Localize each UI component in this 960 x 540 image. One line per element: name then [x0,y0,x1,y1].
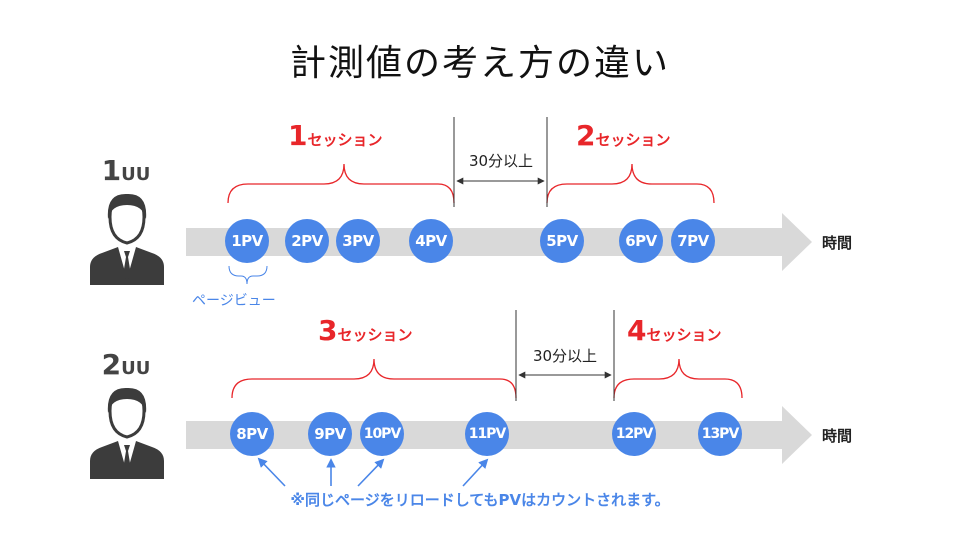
user-suffix: UU [121,358,151,379]
pv-circle: 7PV [671,219,715,263]
user-suffix: UU [121,164,151,185]
session-label: 2セッション [576,119,671,152]
session-suffix: セッション [337,326,413,344]
pv-circle: 10PV [360,412,404,456]
pv-circle: 4PV [409,219,453,263]
reload-note: ※同じページをリロードしてもPVはカウントされます。 [290,491,670,509]
session-label: 3セッション [318,314,413,347]
pageview-brace [228,265,268,285]
time-label: 時間 [822,427,853,445]
pageview-note: ページビュー [192,293,276,309]
pv-circle: 11PV [465,412,509,456]
user-label: 2UU [86,348,166,381]
user-number: 2 [101,348,122,381]
pv-circle: 13PV [698,412,742,456]
pv-circle: 6PV [619,219,663,263]
pv-circle: 3PV [336,219,380,263]
timeline-arrow [186,213,812,271]
session-number: 4 [627,314,647,347]
pointer-arrow [257,457,286,487]
session-number: 1 [288,119,308,152]
pointer-arrow [462,458,489,487]
businessman-icon [90,193,164,285]
curly-brace [613,358,743,399]
session-number: 3 [318,314,338,347]
user-label: 1UU [86,154,166,187]
businessman-icon [90,387,164,479]
session-label: 1セッション [288,119,383,152]
session-suffix: セッション [646,326,722,344]
pv-circle: 5PV [540,219,584,263]
session-number: 2 [576,119,596,152]
pv-circle: 8PV [230,412,274,456]
time-label: 時間 [822,234,853,252]
user-number: 1 [101,154,122,187]
session-label: 4セッション [627,314,722,347]
curly-brace [227,163,455,204]
pv-circle: 1PV [225,219,269,263]
pv-circle: 9PV [308,412,352,456]
gap-label: 30分以上 [532,347,598,365]
pointer-arrow [357,458,385,487]
gap-label: 30分以上 [468,152,534,170]
curly-brace [546,163,715,204]
pv-circle: 2PV [285,219,329,263]
session-suffix: セッション [307,131,383,149]
curly-brace [231,358,517,399]
page-title: 計測値の考え方の違い [289,43,670,84]
session-suffix: セッション [595,131,671,149]
pv-circle: 12PV [612,412,656,456]
